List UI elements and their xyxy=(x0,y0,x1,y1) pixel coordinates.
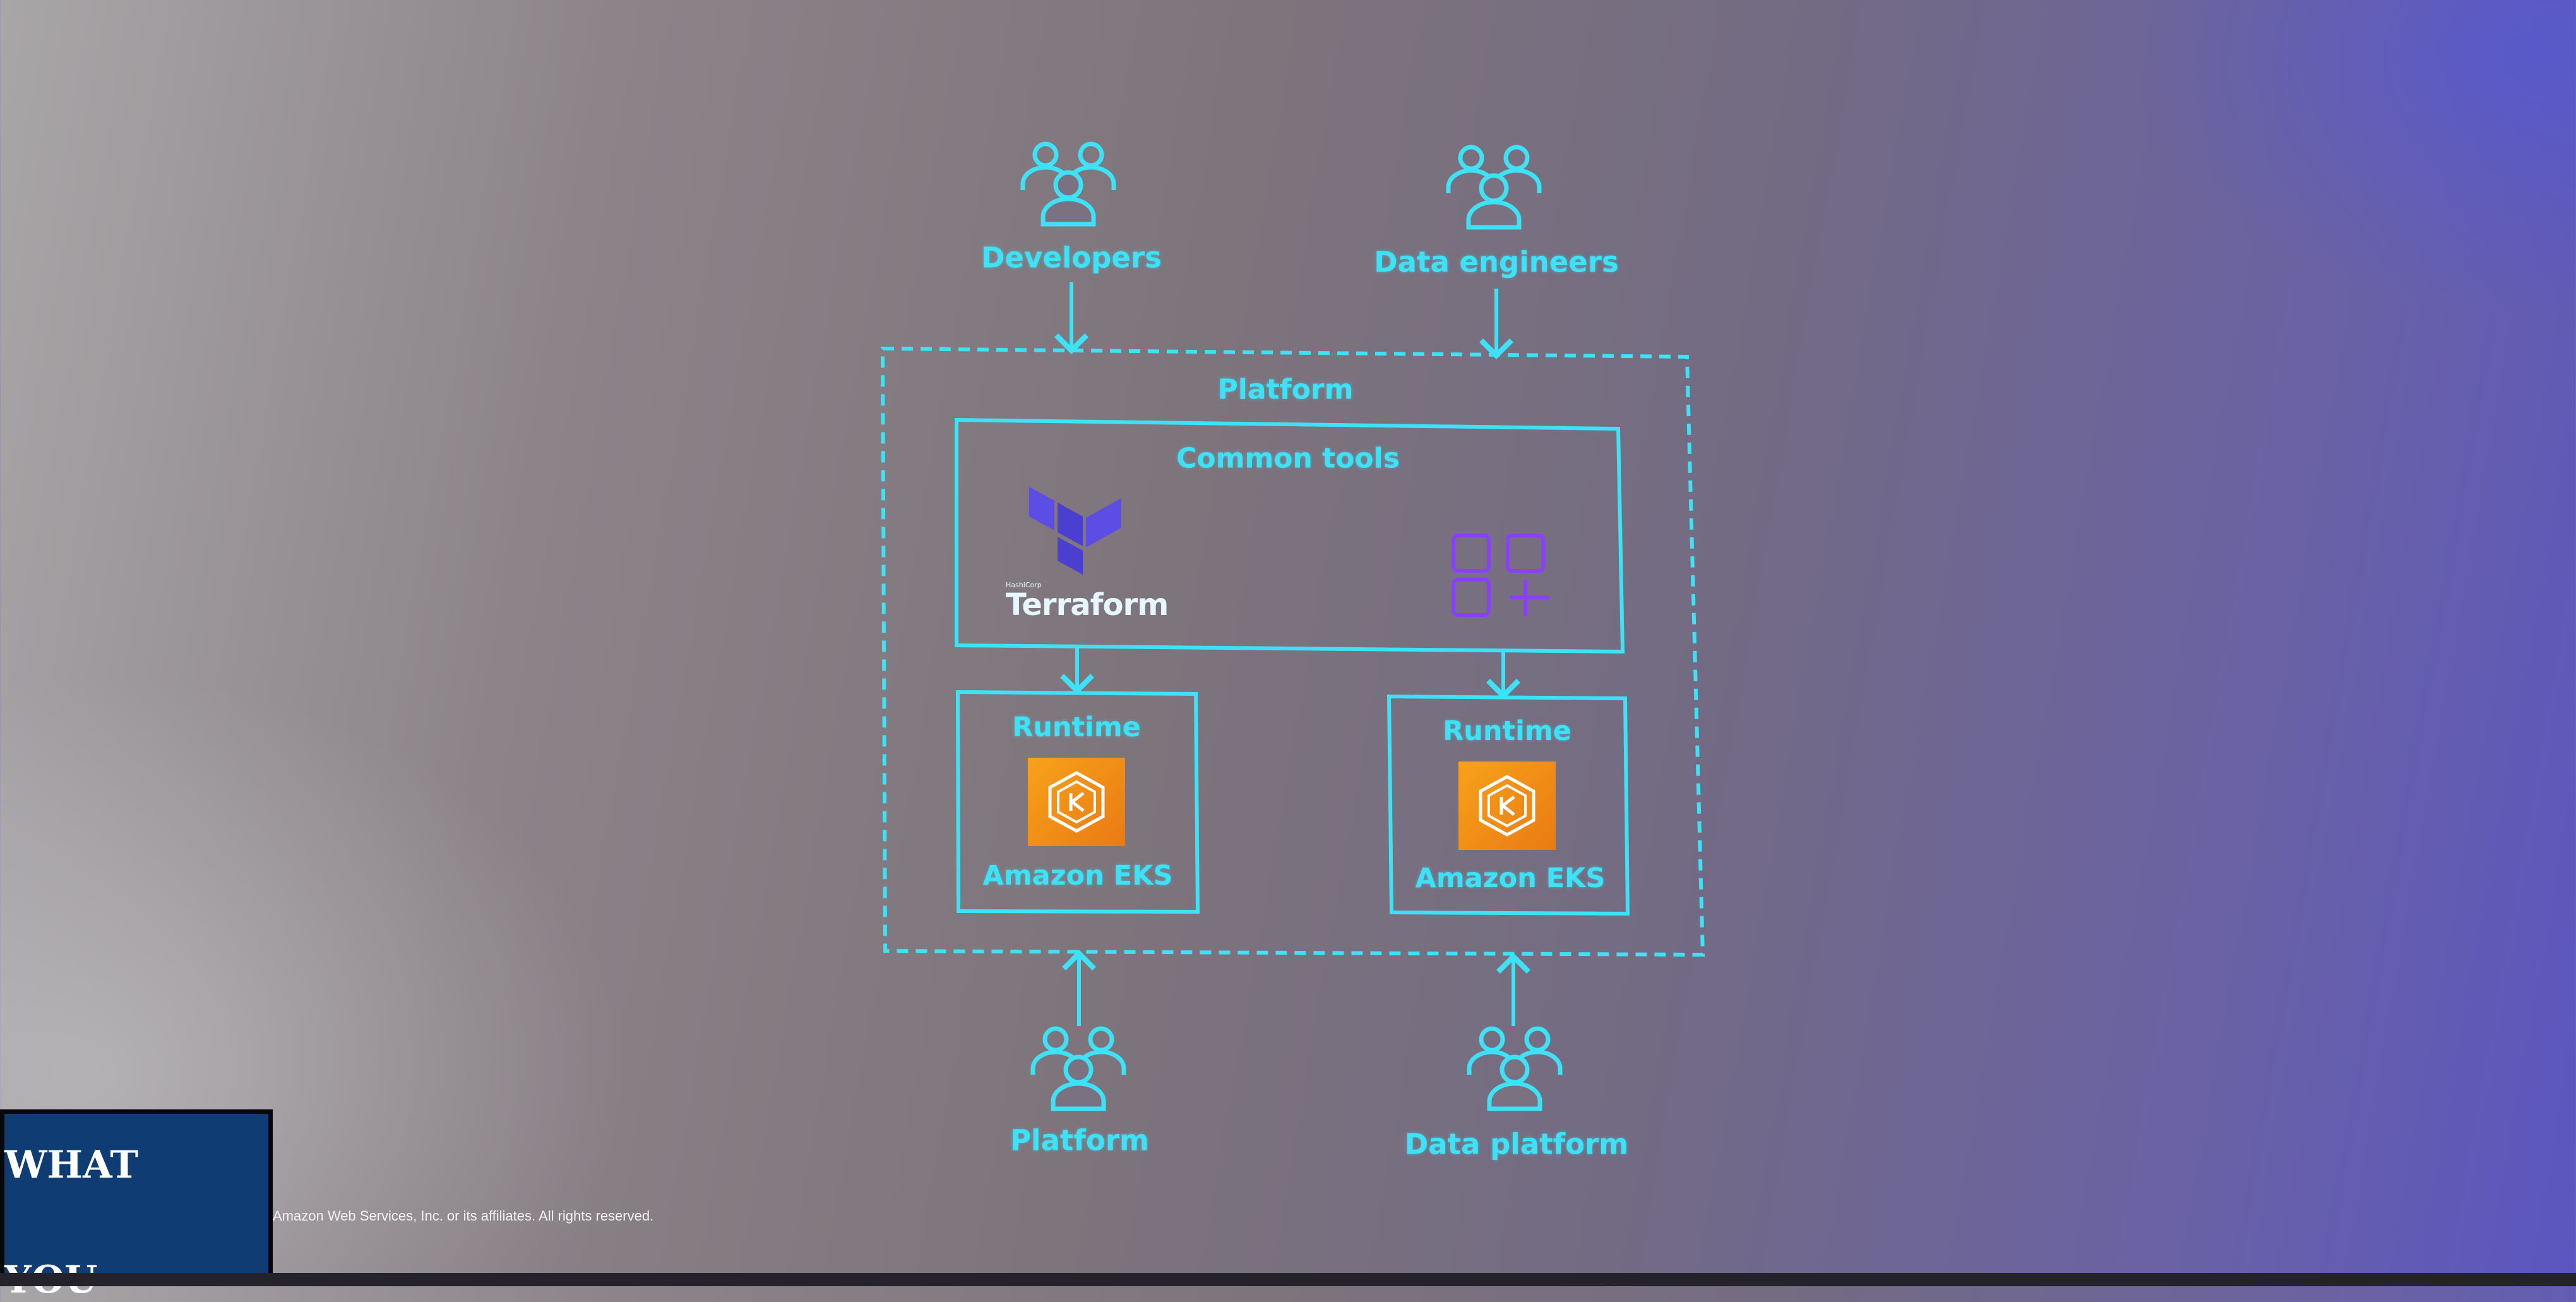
terraform-vendor-label: HashiCorp xyxy=(1006,581,1042,589)
platform-team-label: Platform xyxy=(1010,1123,1149,1157)
developers-label: Developers xyxy=(981,241,1162,275)
amazon-eks-right-label: Amazon EKS xyxy=(1415,863,1606,894)
runtime-box-right xyxy=(1386,694,1630,916)
amazon-eks-icon xyxy=(1458,761,1556,850)
platform-boundary-label: Platform xyxy=(1217,373,1354,406)
data-engineers-icon xyxy=(1448,147,1539,227)
amazon-eks-left-label: Amazon EKS xyxy=(982,860,1173,892)
data-platform-label: Data platform xyxy=(1404,1127,1629,1161)
runtime-left-label: Runtime xyxy=(1012,712,1141,743)
terraform-icon xyxy=(1029,487,1121,575)
runtime-box-left xyxy=(955,690,1200,914)
common-tools-label: Common tools xyxy=(1176,442,1400,475)
copyright-footer: Amazon Web Services, Inc. or its affilia… xyxy=(273,1208,654,1224)
side-panel-text-top: WHAT xyxy=(4,1143,138,1187)
platform-boundary xyxy=(880,346,1705,957)
app-grid-plus-icon xyxy=(1452,534,1549,617)
amazon-eks-icon xyxy=(1028,758,1125,846)
common-tools-box xyxy=(955,417,1625,654)
screen-bottom-edge xyxy=(0,1273,2576,1286)
developers-icon xyxy=(1023,144,1114,224)
side-screen-panel: WHAT YOU xyxy=(0,1109,273,1302)
runtime-right-label: Runtime xyxy=(1443,715,1571,747)
platform-team-icon xyxy=(1033,1029,1124,1109)
terraform-label: Terraform xyxy=(1006,587,1169,623)
data-platform-icon xyxy=(1469,1029,1560,1109)
data-engineers-label: Data engineers xyxy=(1374,245,1619,279)
